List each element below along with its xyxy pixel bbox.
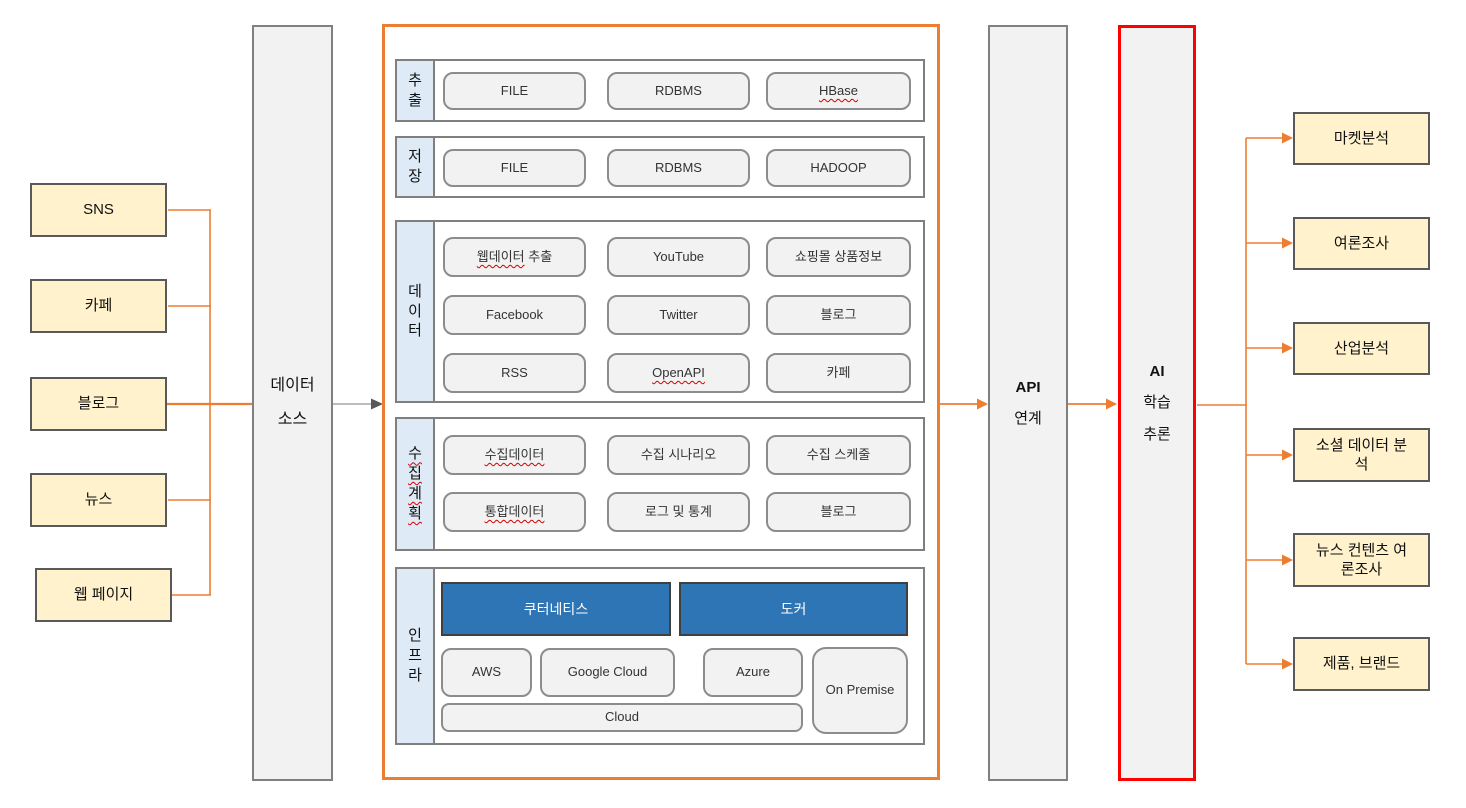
- source-label: 블로그: [77, 395, 120, 413]
- pipeline-row-data: 데 이 터 웹데이터 추출 YouTube 쇼핑몰 상품정보 Facebook …: [395, 220, 925, 403]
- item-infra-cloud: Cloud: [441, 703, 803, 732]
- item-infra-azure: Azure: [703, 648, 803, 697]
- row-label-char: 장: [408, 168, 422, 185]
- api-link-pillar: API 연계: [988, 25, 1068, 781]
- data-source-label-line2: 소스: [277, 411, 308, 428]
- source-label: 카페: [84, 297, 113, 315]
- item-data-youtube: YouTube: [607, 237, 750, 277]
- item-infra-aws: AWS: [441, 648, 532, 697]
- pipeline-row-collection-plan: 수 집 계 획 수집데이터 수집 시나리오 수집 스케줄 통합데이터 로그 및 …: [395, 417, 925, 551]
- item-data-web-extract: 웹데이터 추출: [443, 237, 586, 277]
- source-label: 뉴스: [84, 491, 113, 509]
- item-data-openapi: OpenAPI: [607, 353, 750, 393]
- row-label-char: 획: [408, 504, 422, 522]
- row-label-infra: 인 프 라: [397, 569, 435, 743]
- row-label-collection-plan: 수 집 계 획: [397, 419, 435, 549]
- data-source-pillar: 데이터 소스: [252, 25, 333, 781]
- item-store-file: FILE: [443, 149, 586, 187]
- row-label-char: 라: [408, 666, 422, 684]
- item-plan-collect-data: 수집데이터: [443, 435, 586, 475]
- output-connectors: [1197, 132, 1293, 670]
- ai-engine-pillar: AI 학습 추론: [1118, 25, 1196, 781]
- api-link-line1: API: [1015, 378, 1041, 396]
- item-infra-docker: 도커: [679, 582, 908, 636]
- row-label-data: 데 이 터: [397, 222, 435, 401]
- ai-engine-line2: 학습: [1143, 394, 1171, 412]
- source-node-webpage: 웹 페이지: [35, 568, 172, 622]
- row-label-char: 이: [408, 302, 422, 320]
- item-data-rss: RSS: [443, 353, 586, 393]
- item-store-hadoop: HADOOP: [766, 149, 911, 187]
- row-label-char: 계: [408, 485, 422, 502]
- api-link-line2: 연계: [1014, 410, 1042, 427]
- row-label-store: 저 장: [397, 138, 435, 196]
- item-data-twitter: Twitter: [607, 295, 750, 335]
- pipeline-container: 추 출 FILE RDBMS HBase 저 장 FILE RDBMS HADO…: [382, 24, 940, 780]
- source-node-blog: 블로그: [30, 377, 167, 431]
- source-node-news: 뉴스: [30, 473, 167, 527]
- item-infra-kubernetes: 쿠터네티스: [441, 582, 671, 636]
- item-plan-blog: 블로그: [766, 492, 911, 532]
- source-connectors: [167, 209, 252, 596]
- pipeline-row-infra: 인 프 라 쿠터네티스 도커 AWS Google Cloud Azure On…: [395, 567, 925, 745]
- row-label-char: 수: [408, 445, 422, 463]
- output-node-opinion-poll: 여론조사: [1293, 217, 1430, 270]
- api-to-ai-arrow: [1068, 398, 1117, 410]
- output-node-social-data-analysis: 소셜 데이터 분석: [1293, 428, 1430, 482]
- datasource-to-pipeline-arrow: [333, 398, 383, 410]
- pipeline-row-extract: 추 출 FILE RDBMS HBase: [395, 59, 925, 122]
- row-label-extract: 추 출: [397, 61, 435, 120]
- row-label-char: 인: [408, 627, 422, 645]
- item-data-blog: 블로그: [766, 295, 911, 335]
- row-label-char: 저: [408, 148, 422, 166]
- item-extract-rdbms: RDBMS: [607, 72, 750, 110]
- item-plan-scenario: 수집 시나리오: [607, 435, 750, 475]
- item-data-facebook: Facebook: [443, 295, 586, 335]
- item-infra-on-premise: On Premise: [812, 647, 908, 734]
- row-label-char: 데: [408, 282, 422, 300]
- output-node-market-analysis: 마켓분석: [1293, 112, 1430, 165]
- output-node-industry-analysis: 산업분석: [1293, 322, 1430, 375]
- item-data-shopping: 쇼핑몰 상품정보: [766, 237, 911, 277]
- row-label-char: 터: [408, 322, 422, 340]
- pipeline-to-api-arrow: [940, 398, 988, 410]
- source-label: 웹 페이지: [73, 586, 134, 604]
- row-label-char: 프: [408, 647, 422, 665]
- output-node-news-content-poll: 뉴스 컨텐츠 여론조사: [1293, 533, 1430, 587]
- item-extract-hbase: HBase: [766, 72, 911, 110]
- ai-engine-line1: AI: [1149, 362, 1165, 380]
- pipeline-row-store: 저 장 FILE RDBMS HADOOP: [395, 136, 925, 198]
- item-plan-log-stats: 로그 및 통계: [607, 492, 750, 532]
- row-label-char: 추: [408, 71, 422, 89]
- source-node-sns: SNS: [30, 183, 167, 237]
- row-label-char: 출: [408, 91, 422, 109]
- item-data-cafe: 카페: [766, 353, 911, 393]
- ai-engine-line3: 추론: [1143, 425, 1171, 443]
- row-label-char: 집: [408, 465, 422, 483]
- data-source-label-line1: 데이터: [270, 377, 315, 395]
- output-node-product-brand: 제품, 브랜드: [1293, 637, 1430, 691]
- item-plan-schedule: 수집 스케줄: [766, 435, 911, 475]
- item-plan-merged-data: 통합데이터: [443, 492, 586, 532]
- item-infra-google-cloud: Google Cloud: [540, 648, 675, 697]
- source-node-cafe: 카페: [30, 279, 167, 333]
- item-store-rdbms: RDBMS: [607, 149, 750, 187]
- item-extract-file: FILE: [443, 72, 586, 110]
- source-label: SNS: [83, 201, 114, 219]
